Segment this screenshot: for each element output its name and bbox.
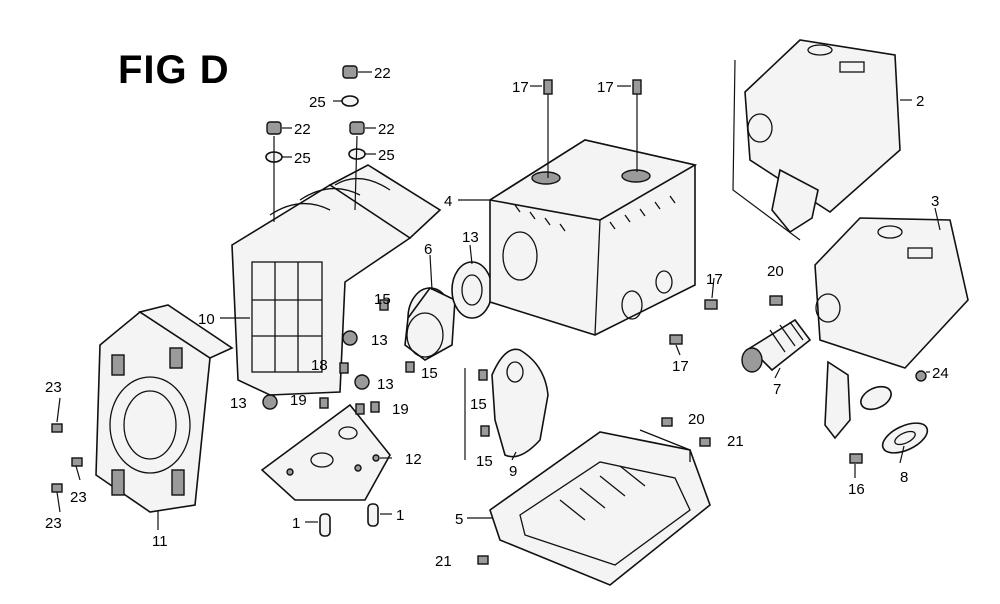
part-1-pins <box>319 503 379 537</box>
callout-24: 24 <box>932 365 949 382</box>
callout-21: 20 <box>688 411 705 428</box>
callout-19: 19 <box>290 392 307 409</box>
callout-13: 13 <box>377 376 394 393</box>
callout-8: 8 <box>900 469 908 486</box>
callout-23: 23 <box>45 515 62 532</box>
callout-5: 5 <box>455 511 463 528</box>
callout-25: 25 <box>378 147 395 164</box>
callout-15: 15 <box>374 291 391 308</box>
callout-labels: 22 25 22 22 25 25 17 17 4 2 3 6 13 10 15… <box>45 65 949 570</box>
part-7-screen <box>741 318 812 373</box>
callout-11: 11 <box>152 533 168 550</box>
callout-22: 22 <box>294 121 311 138</box>
callout-10: 10 <box>198 311 215 328</box>
callout-17: 17 <box>706 271 723 288</box>
callout-15: 15 <box>421 365 438 382</box>
callout-21: 21 <box>435 553 452 570</box>
leader-lines <box>56 71 941 530</box>
callout-13: 13 <box>371 332 388 349</box>
callout-17: 17 <box>672 358 689 375</box>
part-10-manifold <box>231 164 442 396</box>
callout-1: 1 <box>292 515 300 532</box>
part-12-plate <box>260 403 391 501</box>
part-6-cap <box>404 286 456 361</box>
callout-6: 6 <box>424 241 432 258</box>
callout-9: 9 <box>509 463 517 480</box>
callout-21: 21 <box>727 433 744 450</box>
callout-25: 25 <box>294 150 311 167</box>
callout-4: 4 <box>444 193 452 210</box>
part-11-flange <box>95 304 234 513</box>
part-9-deflector <box>464 348 549 460</box>
part-5-guard <box>489 429 711 586</box>
callout-16: 16 <box>848 481 865 498</box>
callout-23: 23 <box>70 489 87 506</box>
callout-3: 3 <box>931 193 939 210</box>
alternate-group-bracket <box>732 59 801 241</box>
part-2-alt-muffler <box>744 39 901 234</box>
part-14-gasket <box>451 261 493 319</box>
callout-15: 15 <box>470 396 487 413</box>
callout-14: 13 <box>462 229 479 246</box>
callout-12: 12 <box>405 451 422 468</box>
callout-22: 22 <box>378 121 395 138</box>
callout-22: 22 <box>374 65 391 82</box>
callout-25: 25 <box>309 94 326 111</box>
figure-title: FIG D <box>118 48 230 92</box>
part-3-alt-muffler <box>814 217 969 440</box>
callout-7: 7 <box>773 381 781 398</box>
callout-20: 20 <box>767 263 784 280</box>
part-8-gasket <box>860 385 929 454</box>
callout-15: 15 <box>476 453 493 470</box>
callout-1: 1 <box>396 507 404 524</box>
part-4-muffler <box>487 139 698 336</box>
callout-2: 2 <box>916 93 924 110</box>
callout-13: 13 <box>230 395 247 412</box>
callout-23: 23 <box>45 379 62 396</box>
callout-17: 17 <box>512 79 529 96</box>
callout-18: 18 <box>311 357 328 374</box>
callout-17: 17 <box>597 79 614 96</box>
callout-19: 19 <box>392 401 409 418</box>
